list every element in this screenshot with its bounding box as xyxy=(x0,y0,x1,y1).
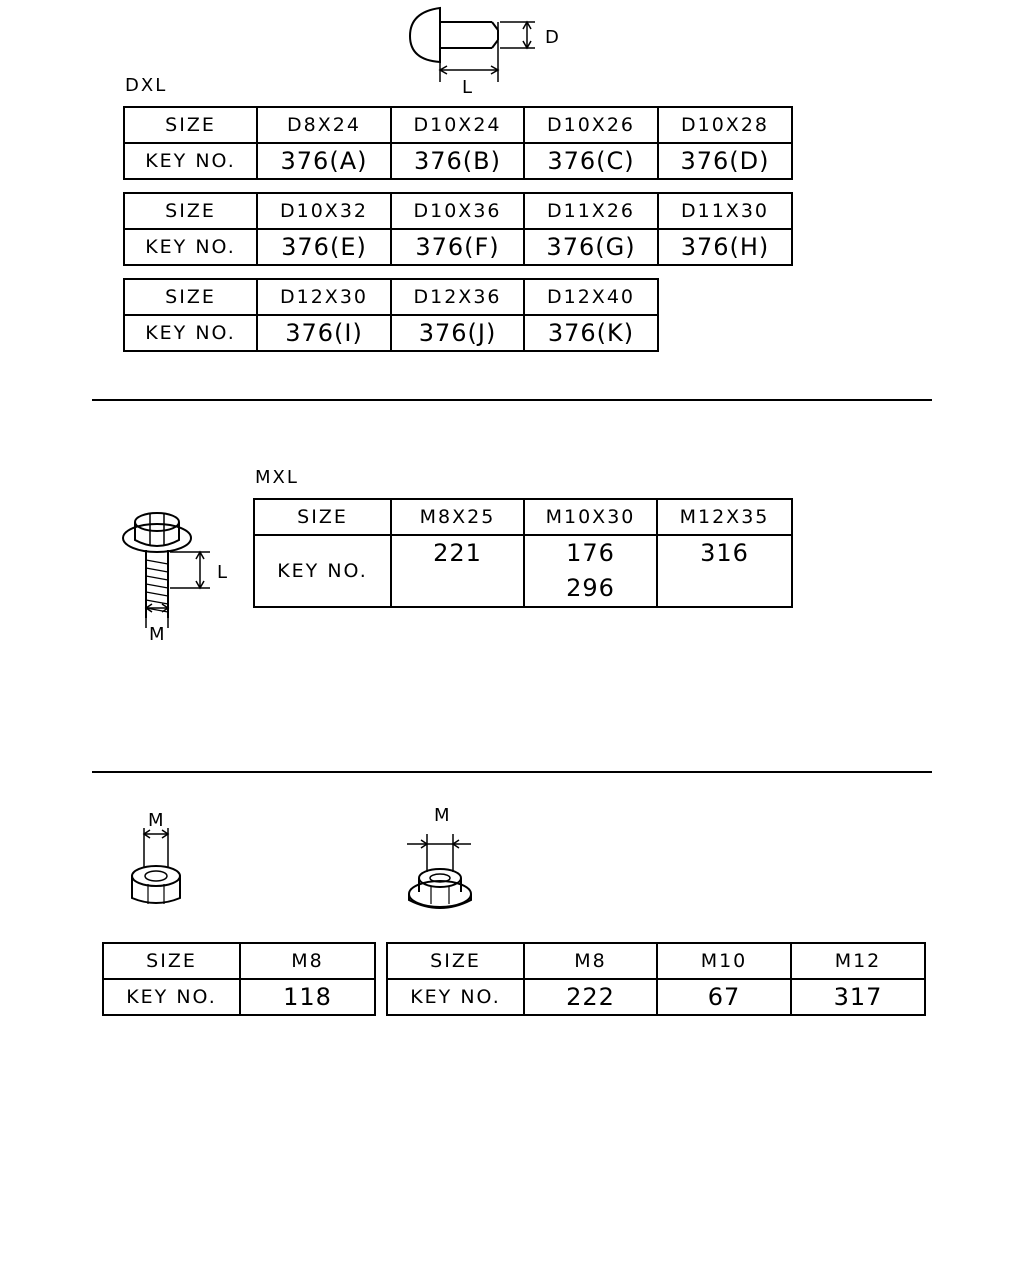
key-cell: 222 xyxy=(523,978,658,1016)
section-divider xyxy=(92,771,932,773)
key-header: KEY NO. xyxy=(386,978,525,1016)
mxl-dim-m-label: M xyxy=(149,624,165,645)
size-cell: D10X26 xyxy=(523,106,659,144)
key-cell: 176 296 xyxy=(523,534,658,608)
size-cell: D12X30 xyxy=(256,278,392,316)
flange-nut-dim-m-label: M xyxy=(434,805,450,826)
mxl-dim-l-label: L xyxy=(217,562,228,583)
flange-nut-drawing xyxy=(407,834,472,909)
size-cell: D12X40 xyxy=(523,278,659,316)
key-cell: 317 xyxy=(790,978,926,1016)
size-cell: M8 xyxy=(239,942,376,980)
key-cell: 376(A) xyxy=(256,142,392,180)
size-cell: D10X32 xyxy=(256,192,392,230)
key-row: KEY NO. 221 176 296 316 xyxy=(253,534,793,608)
size-cell: M12X35 xyxy=(656,498,793,536)
size-row: SIZE M8 M10 M12 xyxy=(386,942,926,980)
size-row: SIZE M8X25 M10X30 M12X35 xyxy=(253,498,793,536)
key-header: KEY NO. xyxy=(253,534,392,608)
key-cell: 376(I) xyxy=(256,314,392,352)
size-cell: M12 xyxy=(790,942,926,980)
key-cell: 67 xyxy=(656,978,792,1016)
key-cell: 316 xyxy=(656,534,793,608)
key-cell: 376(H) xyxy=(657,228,793,266)
size-header: SIZE xyxy=(386,942,525,980)
key-cell: 376(F) xyxy=(390,228,525,266)
dxl-table-3: SIZE D12X30 D12X36 D12X40 KEY NO. 376(I)… xyxy=(123,278,659,352)
flange-bolt-drawing xyxy=(122,512,210,628)
size-cell: D10X36 xyxy=(390,192,525,230)
key-value: 221 xyxy=(433,539,482,567)
key-cell: 376(D) xyxy=(657,142,793,180)
key-cell: 376(B) xyxy=(390,142,525,180)
size-cell: M10X30 xyxy=(523,498,658,536)
section-divider xyxy=(92,399,932,401)
size-cell: M8X25 xyxy=(390,498,525,536)
size-cell: D11X30 xyxy=(657,192,793,230)
key-row: KEY NO. 376(I) 376(J) 376(K) xyxy=(123,314,659,352)
size-row: SIZE D8X24 D10X24 D10X26 D10X28 xyxy=(123,106,793,144)
rivet-drawing xyxy=(408,6,535,82)
flange-nut-table: SIZE M8 M10 M12 KEY NO. 222 67 317 xyxy=(386,942,926,1016)
size-cell: D8X24 xyxy=(256,106,392,144)
size-cell: D10X24 xyxy=(390,106,525,144)
key-cell: 376(K) xyxy=(523,314,659,352)
key-value: 316 xyxy=(700,539,749,567)
dxl-table-2: SIZE D10X32 D10X36 D11X26 D11X30 KEY NO.… xyxy=(123,192,793,266)
key-cell: 221 xyxy=(390,534,525,608)
size-row: SIZE M8 xyxy=(102,942,376,980)
key-row: KEY NO. 376(A) 376(B) 376(C) 376(D) xyxy=(123,142,793,180)
mxl-table: SIZE M8X25 M10X30 M12X35 KEY NO. 221 176… xyxy=(253,498,793,608)
key-header: KEY NO. xyxy=(123,142,258,180)
key-cell: 376(E) xyxy=(256,228,392,266)
key-row: KEY NO. 376(E) 376(F) 376(G) 376(H) xyxy=(123,228,793,266)
key-value: 296 xyxy=(566,574,615,602)
size-header: SIZE xyxy=(123,106,258,144)
dim-d-label: D xyxy=(545,27,559,48)
key-cell: 376(G) xyxy=(523,228,659,266)
size-cell: M8 xyxy=(523,942,658,980)
key-row: KEY NO. 118 xyxy=(102,978,376,1016)
size-row: SIZE D12X30 D12X36 D12X40 xyxy=(123,278,659,316)
mxl-label: MXL xyxy=(255,467,299,488)
size-header: SIZE xyxy=(123,192,258,230)
key-cell: 376(C) xyxy=(523,142,659,180)
nut-dim-m-label: M xyxy=(148,810,164,831)
size-row: SIZE D10X32 D10X36 D11X26 D11X30 xyxy=(123,192,793,230)
dim-l-label: L xyxy=(462,77,473,98)
hex-nut-drawing xyxy=(131,828,181,904)
size-header: SIZE xyxy=(123,278,258,316)
size-cell: D11X26 xyxy=(523,192,659,230)
key-cell: 376(J) xyxy=(390,314,525,352)
key-header: KEY NO. xyxy=(102,978,241,1016)
dxl-label: DXL xyxy=(125,75,168,96)
key-value: 176 xyxy=(566,539,615,567)
dxl-table-1: SIZE D8X24 D10X24 D10X26 D10X28 KEY NO. … xyxy=(123,106,793,180)
key-cell: 118 xyxy=(239,978,376,1016)
key-header: KEY NO. xyxy=(123,228,258,266)
size-header: SIZE xyxy=(253,498,392,536)
key-row: KEY NO. 222 67 317 xyxy=(386,978,926,1016)
size-header: SIZE xyxy=(102,942,241,980)
size-cell: M10 xyxy=(656,942,792,980)
size-cell: D12X36 xyxy=(390,278,525,316)
size-cell: D10X28 xyxy=(657,106,793,144)
key-header: KEY NO. xyxy=(123,314,258,352)
hex-nut-table: SIZE M8 KEY NO. 118 xyxy=(102,942,376,1016)
